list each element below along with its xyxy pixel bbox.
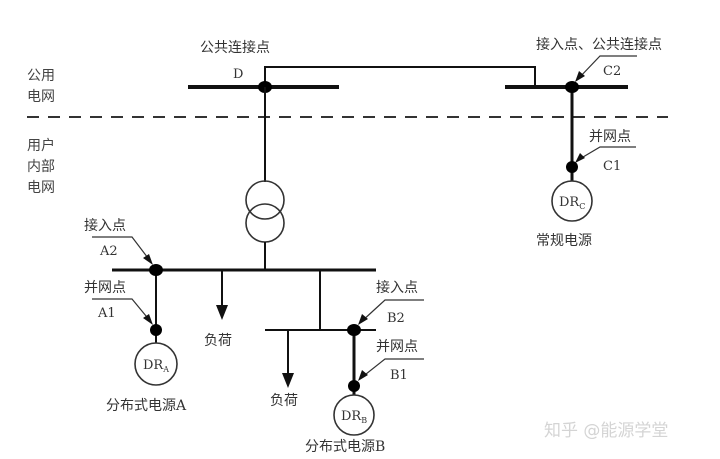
node-b1-label: B1 [390,368,408,383]
node-c1-arrow-icon [575,153,585,163]
node-b1-leader [360,358,424,379]
node-b2-label: B2 [387,311,405,326]
node-c2-arrow-icon [575,71,585,82]
node-a2-arrow-icon [143,254,153,265]
node-c1 [566,161,578,173]
region-label-user-grid-line3: 电网 [27,180,55,196]
load-2-arrow-icon [282,373,294,388]
node-a1-label: A1 [97,306,116,321]
node-b1-caption: 并网点 [376,339,418,355]
generator-dr-b-symbol: DRB [341,409,367,425]
generator-c-caption: 常规电源 [536,233,592,249]
node-c1-caption: 并网点 [589,129,631,145]
transformer-secondary-icon [245,203,285,243]
node-c2-leader [577,55,637,80]
node-d-caption: 公共连接点 [200,39,270,56]
node-c2 [565,81,579,93]
watermark: 知乎 @能源学堂 [544,421,668,441]
node-c1-leader [577,146,636,161]
node-b2-caption: 接入点 [376,279,418,296]
load-2-caption: 负荷 [270,393,298,409]
generator-dr-a-icon [134,342,178,386]
generator-a-caption: 分布式电源A [106,398,187,414]
node-c2-caption: 接入点、公共连接点 [536,36,662,53]
node-d-label: D [233,67,243,82]
node-a2-leader [92,236,152,263]
transformer-primary-icon [245,180,285,220]
generator-dr-a-symbol: DRA [143,358,169,374]
generator-dr-c-icon [551,180,593,222]
node-b2 [347,324,361,336]
generator-b-caption: 分布式电源B [305,439,385,455]
node-a2 [149,264,163,276]
generator-dr-c-symbol: DRC [559,195,585,211]
region-label-user-grid-line2: 内部 [27,159,55,175]
node-b1 [348,380,360,392]
node-a2-caption: 接入点 [84,217,126,234]
node-b1-arrow-icon [358,370,368,381]
node-b2-leader [360,299,424,323]
region-label-public-grid-line2: 电网 [27,89,55,105]
node-a1-caption: 并网点 [84,280,126,296]
node-a1-arrow-icon [143,314,153,325]
generator-dr-b-icon [333,394,375,436]
node-a1-leader [92,298,152,323]
region-label-public-grid-line1: 公用 [27,68,55,84]
node-a2-label: A2 [99,244,118,259]
load-1-caption: 负荷 [204,333,232,349]
node-a1 [150,324,162,336]
node-c1-label: C1 [603,159,621,174]
node-c2-label: C2 [603,64,621,79]
load-1-arrow-icon [216,305,228,320]
public-tie-line [264,66,536,87]
node-b2-arrow-icon [358,314,368,325]
region-label-user-grid-line1: 用户 [27,137,55,154]
